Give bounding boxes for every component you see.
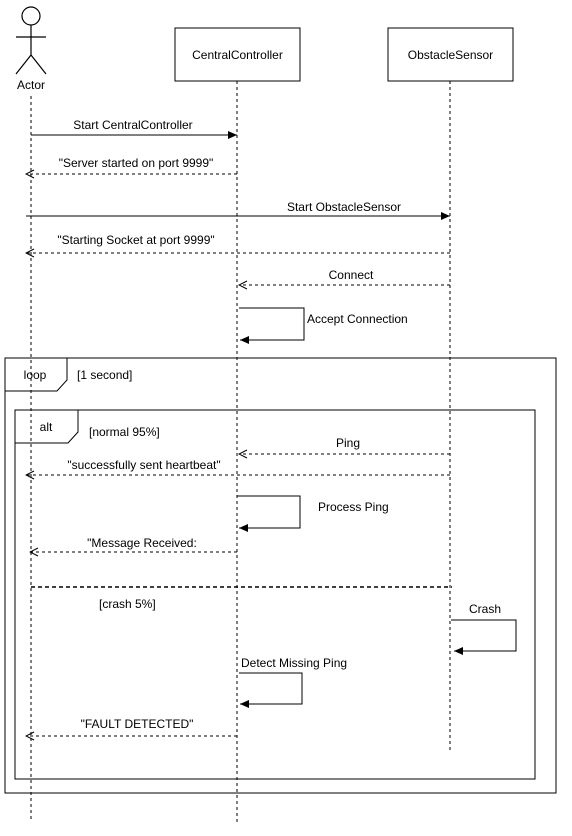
participant-central-label: CentralController: [192, 48, 283, 62]
message-process-ping: Process Ping: [237, 495, 389, 532]
alt-guard-crash-label: [crash 5%]: [99, 597, 156, 611]
alt-operator-label: alt: [40, 420, 53, 434]
message-label: Detect Missing Ping: [241, 656, 347, 670]
message-server-started: "Server started on port 9999": [26, 156, 237, 174]
actor-figure-icon: [15, 6, 47, 75]
message-starting-socket: "Starting Socket at port 9999": [26, 233, 450, 253]
message-received: "Message Received:: [30, 536, 237, 552]
participant-sensor-label: ObstacleSensor: [408, 48, 493, 62]
message-fault-detected: "FAULT DETECTED": [26, 717, 237, 736]
message-label: Accept Connection: [307, 312, 408, 326]
message-heartbeat: "successfully sent heartbeat": [26, 458, 450, 475]
message-label: Start CentralController: [73, 118, 192, 132]
message-label: "Starting Socket at port 9999": [57, 233, 214, 247]
alt-guard-normal-label: [normal 95%]: [89, 425, 160, 439]
message-label: "FAULT DETECTED": [81, 717, 194, 731]
message-start-sensor: Start ObstacleSensor: [26, 200, 450, 220]
participant-sensor-box: ObstacleSensor: [387, 27, 514, 82]
message-label: "successfully sent heartbeat": [67, 458, 220, 472]
message-label: "Server started on port 9999": [59, 156, 214, 170]
message-label: Process Ping: [318, 500, 389, 514]
loop-operator-label: loop: [24, 368, 47, 382]
loop-fragment: loop [1 second]: [4, 357, 557, 794]
participant-actor-label: Actor: [17, 78, 45, 92]
message-connect: Connect: [239, 268, 450, 285]
message-label: Crash: [469, 602, 501, 616]
message-label: Connect: [329, 268, 374, 282]
message-label: "Message Received:: [87, 536, 197, 550]
alt-fragment: alt [normal 95%] [crash 5%]: [14, 409, 536, 780]
message-accept-connection: Accept Connection: [239, 307, 408, 344]
participant-central-box: CentralController: [174, 27, 301, 82]
message-label: Ping: [336, 436, 360, 450]
message-ping: Ping: [239, 436, 450, 454]
message-label: Start ObstacleSensor: [287, 200, 401, 214]
message-detect-missing-ping: Detect Missing Ping: [239, 656, 347, 708]
loop-guard-label: [1 second]: [77, 368, 132, 382]
message-crash: Crash: [451, 602, 517, 655]
message-start-central: Start CentralController: [31, 118, 237, 139]
